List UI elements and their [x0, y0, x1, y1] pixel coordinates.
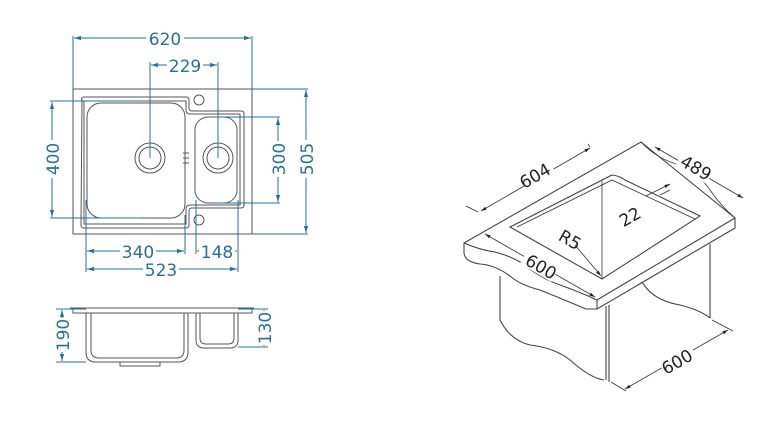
dim-340-148-523: 340 148 523	[85, 200, 239, 281]
small-bowl	[194, 116, 238, 204]
dim-600-bottom: 600	[610, 319, 734, 392]
svg-text:523: 523	[145, 261, 177, 281]
svg-text:190: 190	[54, 319, 74, 351]
large-bowl-profile	[85, 313, 189, 363]
rim-inner	[83, 100, 241, 225]
dim-489: 489	[654, 146, 744, 199]
dim-400: 400	[43, 100, 140, 219]
svg-text:130: 130	[256, 312, 276, 344]
svg-text:148: 148	[201, 243, 233, 263]
sink-cutout	[508, 174, 702, 280]
dim-300: 300	[215, 116, 290, 204]
drain-outlet	[119, 362, 161, 367]
dim-190: 190	[53, 308, 86, 363]
dim-620: 620	[72, 29, 253, 89]
iso-view: 604 489 22 R5 600 600	[463, 141, 744, 392]
svg-text:400: 400	[44, 143, 64, 175]
svg-text:620: 620	[149, 30, 181, 50]
cabinet-front-edge	[605, 305, 610, 382]
side-view: 190 130	[53, 307, 276, 367]
svg-text:300: 300	[270, 143, 290, 175]
cabinet-left-side	[499, 276, 605, 381]
dim-229: 229	[149, 56, 219, 158]
cabinet-back-contour	[639, 277, 711, 319]
svg-text:229: 229	[169, 57, 201, 77]
overflow-hole-icon	[193, 214, 205, 226]
svg-text:505: 505	[298, 143, 318, 175]
overflow-slot-icon	[183, 152, 189, 164]
large-bowl	[86, 102, 186, 219]
dim-505: 505	[252, 88, 318, 235]
tap-hole-icon	[193, 94, 205, 106]
top-view: 620 229 505 400 300	[43, 29, 318, 281]
dim-130: 130	[238, 308, 276, 348]
svg-text:340: 340	[122, 243, 154, 263]
sink-outline	[72, 88, 253, 235]
small-bowl-profile	[195, 313, 239, 349]
rim-outline	[80, 96, 245, 229]
